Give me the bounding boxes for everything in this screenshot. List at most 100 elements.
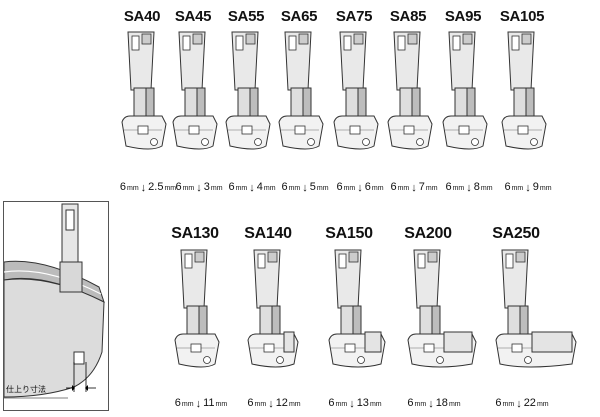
model-label: SA85: [389, 8, 427, 25]
presser-foot-illustration: [442, 31, 488, 150]
down-arrow-icon: ↓: [466, 182, 472, 194]
unit-label: mm: [511, 185, 524, 192]
down-arrow-icon: ↓: [516, 398, 522, 410]
unit-label: mm: [263, 185, 276, 192]
model-label: SA45: [174, 8, 212, 25]
hem-guide-illustration: [3, 203, 105, 399]
presser-foot-illustration: [495, 249, 577, 368]
down-arrow-icon: ↓: [195, 398, 202, 410]
finished-size-caption: 仕上り寸法: [6, 385, 46, 394]
left-dimension: 6: [174, 397, 181, 409]
left-dimension: 6: [336, 181, 343, 193]
unit-label: mm: [371, 185, 384, 192]
unit-label: mm: [343, 185, 356, 192]
unit-label: mm: [215, 401, 228, 408]
model-label: SA95: [444, 8, 482, 25]
model-label: SA40: [123, 8, 161, 25]
unit-label: mm: [254, 401, 267, 408]
presser-foot-illustration: [247, 249, 299, 368]
unit-label: mm: [448, 401, 461, 408]
right-dimension: 6: [364, 181, 371, 193]
left-dimension: 6: [495, 397, 502, 409]
left-dimension: 6: [445, 181, 452, 193]
right-dimension: 22: [523, 397, 536, 409]
left-dimension: 6: [175, 181, 182, 193]
unit-label: mm: [182, 185, 195, 192]
right-dimension: 4: [256, 181, 263, 193]
right-dimension: 7: [418, 181, 425, 193]
presser-foot-illustration: [172, 31, 218, 150]
presser-foot-illustration: [225, 31, 271, 150]
left-dimension: 6: [328, 397, 335, 409]
presser-foot-illustration: [501, 31, 547, 150]
unit-label: mm: [164, 185, 177, 192]
right-dimension: 3: [203, 181, 210, 193]
down-arrow-icon: ↓: [349, 398, 355, 410]
model-label: SA130: [171, 225, 219, 242]
unit-label: mm: [181, 401, 194, 408]
model-label: SA150: [325, 225, 373, 242]
unit-label: mm: [210, 185, 223, 192]
down-arrow-icon: ↓: [196, 182, 202, 194]
unit-label: mm: [502, 401, 515, 408]
unit-label: mm: [539, 185, 552, 192]
unit-label: mm: [126, 185, 139, 192]
down-arrow-icon: ↓: [249, 182, 255, 194]
right-dimension: 8: [473, 181, 480, 193]
unit-label: mm: [452, 185, 465, 192]
unit-label: mm: [288, 401, 301, 408]
unit-label: mm: [335, 401, 348, 408]
unit-label: mm: [397, 185, 410, 192]
unit-label: mm: [288, 185, 301, 192]
down-arrow-icon: ↓: [140, 182, 147, 194]
unit-label: mm: [316, 185, 329, 192]
left-dimension: 6: [119, 181, 126, 193]
model-label: SA75: [335, 8, 373, 25]
down-arrow-icon: ↓: [268, 398, 274, 410]
unit-label: mm: [235, 185, 248, 192]
model-label: SA65: [280, 8, 318, 25]
left-dimension: 6: [504, 181, 511, 193]
down-arrow-icon: ↓: [302, 182, 308, 194]
right-dimension: 11: [203, 397, 215, 409]
down-arrow-icon: ↓: [411, 182, 417, 194]
left-dimension: 6: [390, 181, 397, 193]
presser-foot-illustration: [387, 31, 433, 150]
unit-label: mm: [369, 401, 382, 408]
usage-diagram: [3, 201, 109, 411]
presser-foot-illustration: [174, 249, 220, 368]
right-dimension: 18: [435, 397, 448, 409]
right-dimension: 9: [532, 181, 539, 193]
right-dimension: 12: [275, 397, 288, 409]
right-dimension: 13: [356, 397, 369, 409]
left-dimension: 6: [281, 181, 288, 193]
down-arrow-icon: ↓: [428, 398, 434, 410]
model-label: SA250: [492, 225, 540, 242]
unit-label: mm: [536, 401, 549, 408]
left-dimension: 6: [247, 397, 254, 409]
presser-foot-illustration: [121, 31, 167, 150]
model-label: SA105: [499, 8, 545, 25]
presser-foot-illustration: [328, 249, 386, 368]
presser-foot-illustration: [333, 31, 379, 150]
right-dimension: 2.5: [148, 181, 164, 193]
down-arrow-icon: ↓: [357, 182, 363, 194]
left-dimension: 6: [407, 397, 414, 409]
presser-foot-illustration: [278, 31, 324, 150]
unit-label: mm: [480, 185, 493, 192]
unit-label: mm: [425, 185, 438, 192]
model-label: SA200: [404, 225, 452, 242]
left-dimension: 6: [228, 181, 235, 193]
presser-foot-illustration: [407, 249, 477, 368]
